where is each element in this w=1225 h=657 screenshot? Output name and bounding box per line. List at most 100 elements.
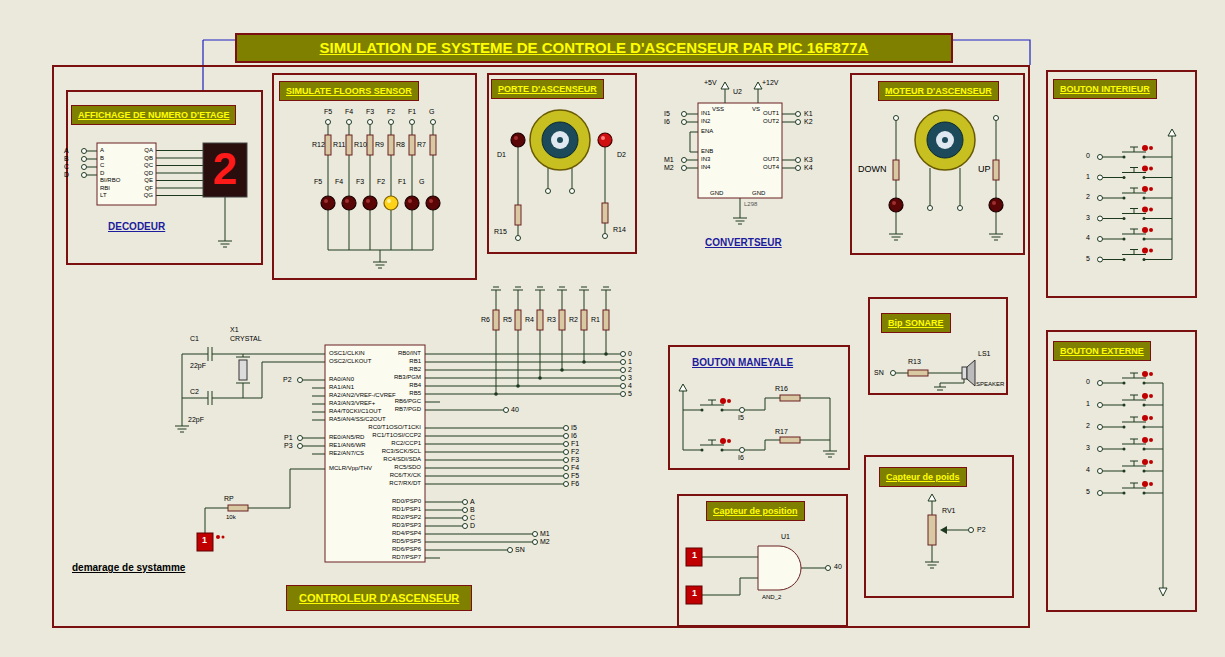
pin-name: ENB [701, 148, 713, 154]
buzzer-symbol [896, 373, 965, 390]
position-sensor-symbol [826, 566, 831, 571]
interior-buttons [1118, 207, 1153, 221]
pic-wiring [621, 376, 626, 381]
interior-buttons [1118, 166, 1153, 180]
net-label: C [470, 514, 475, 521]
pic-wiring [298, 378, 303, 383]
buzzer-symbol [908, 370, 928, 376]
floor-sensor-symbols [328, 125, 433, 257]
motor-symbols [994, 116, 999, 121]
ref-designator: R8 [396, 141, 405, 148]
net-label: 5 [628, 390, 632, 397]
net-label: 2 [1086, 422, 1090, 429]
pic-wiring [603, 310, 609, 330]
interior-buttons [1118, 227, 1153, 241]
door-symbols [511, 110, 612, 241]
pic-wiring [228, 505, 248, 511]
interior-buttons [1098, 216, 1103, 221]
pin-name: VS [752, 106, 760, 112]
weight-sensor-symbol [932, 530, 969, 556]
motor-symbols [993, 160, 999, 180]
decoder-symbol [97, 143, 156, 205]
pic-wiring [621, 392, 626, 397]
net-label: B [470, 506, 475, 513]
pic-wiring [559, 310, 565, 330]
pin-name: RB5 [409, 390, 421, 396]
door-symbols [603, 234, 608, 239]
decoder-symbol [203, 143, 247, 197]
buzzer-symbol [891, 371, 896, 376]
ref-designator: F5 [314, 178, 322, 185]
exterior-buttons [1103, 383, 1164, 590]
net-label: I5 [571, 424, 577, 431]
ref-designator: LS1 [978, 350, 990, 357]
ref-designator: R1 [591, 316, 600, 323]
interior-buttons [1103, 150, 1173, 260]
floor-sensor-symbols [346, 135, 352, 155]
net-label: 1 [1086, 400, 1090, 407]
panel-heading: PORTE D'ASCENSEUR [491, 79, 604, 99]
pic-wiring [533, 540, 538, 545]
l298-symbol [754, 82, 762, 103]
ref-designator: U2 [733, 88, 742, 95]
exterior-buttons [1098, 425, 1103, 430]
floor-sensor-symbols [410, 120, 415, 125]
net-label: M1 [540, 530, 550, 537]
net-label: F4 [571, 464, 579, 471]
floor-sensor-symbols [389, 120, 394, 125]
pic-wiring [205, 357, 312, 533]
net-label: K2 [804, 118, 813, 125]
decoder-symbol [218, 235, 232, 247]
floor-sensor-symbols [388, 135, 394, 155]
floor-sensor-symbols [405, 196, 419, 210]
pin-name: QD [144, 170, 153, 176]
ref-designator: I6 [738, 454, 744, 461]
floor-sensor-symbols [430, 135, 436, 155]
net-label: +5V [704, 79, 717, 86]
net-label: B [64, 155, 69, 162]
net-label: I6 [571, 432, 577, 439]
pic-wiring [560, 368, 564, 372]
pic-wiring [493, 310, 499, 330]
pin-name: RE0/AN5/RD [329, 434, 364, 440]
floor-sensor-symbols [326, 120, 331, 125]
pin-name: SPEAKER [976, 381, 1004, 387]
exterior-buttons [1159, 588, 1167, 596]
pin-name: RA5/AN4/SS/C2OUT [329, 416, 386, 422]
floor-sensor-symbols [347, 120, 352, 125]
ref-designator: F4 [335, 178, 343, 185]
l298-symbol [682, 120, 687, 125]
pin-name: OUT2 [763, 118, 779, 124]
pic-wiring [312, 354, 325, 469]
net-label: F3 [571, 456, 579, 463]
ref-designator: D2 [617, 151, 626, 158]
net-label: F5 [571, 472, 579, 479]
seven-segment-digit: 2 [205, 145, 245, 193]
ref-designator: 22pF [188, 416, 204, 423]
pic-wiring [494, 352, 608, 396]
pic-wiring [564, 466, 569, 471]
pic-wiring [222, 536, 225, 539]
exterior-buttons [1118, 437, 1153, 451]
net-label: 0 [1086, 152, 1090, 159]
manual-buttons [740, 408, 745, 413]
pin-name: RD4/PSP4 [392, 530, 421, 536]
pin-name: D [100, 170, 104, 176]
manual-buttons [740, 448, 745, 453]
pic-wiring [604, 352, 608, 356]
buzzer-symbol [896, 373, 965, 390]
net-label: 5 [1086, 255, 1090, 262]
door-symbols [602, 203, 608, 223]
pin-name: RC5/SDO [394, 464, 421, 470]
exterior-buttons [1118, 393, 1153, 407]
pin-name: RB3/PGM [394, 374, 421, 380]
net-label: D [64, 171, 69, 178]
l298-symbol [796, 166, 801, 171]
floor-sensor-symbols [321, 120, 440, 269]
panel-frame: SIMULATE FLOORS SENSOR [272, 73, 477, 280]
pin-name: RD0/PSP0 [392, 498, 421, 504]
pin-name: RB4 [409, 382, 421, 388]
interior-buttons [1098, 196, 1103, 201]
weight-sensor-symbol [969, 528, 974, 533]
pic-wiring [564, 434, 569, 439]
